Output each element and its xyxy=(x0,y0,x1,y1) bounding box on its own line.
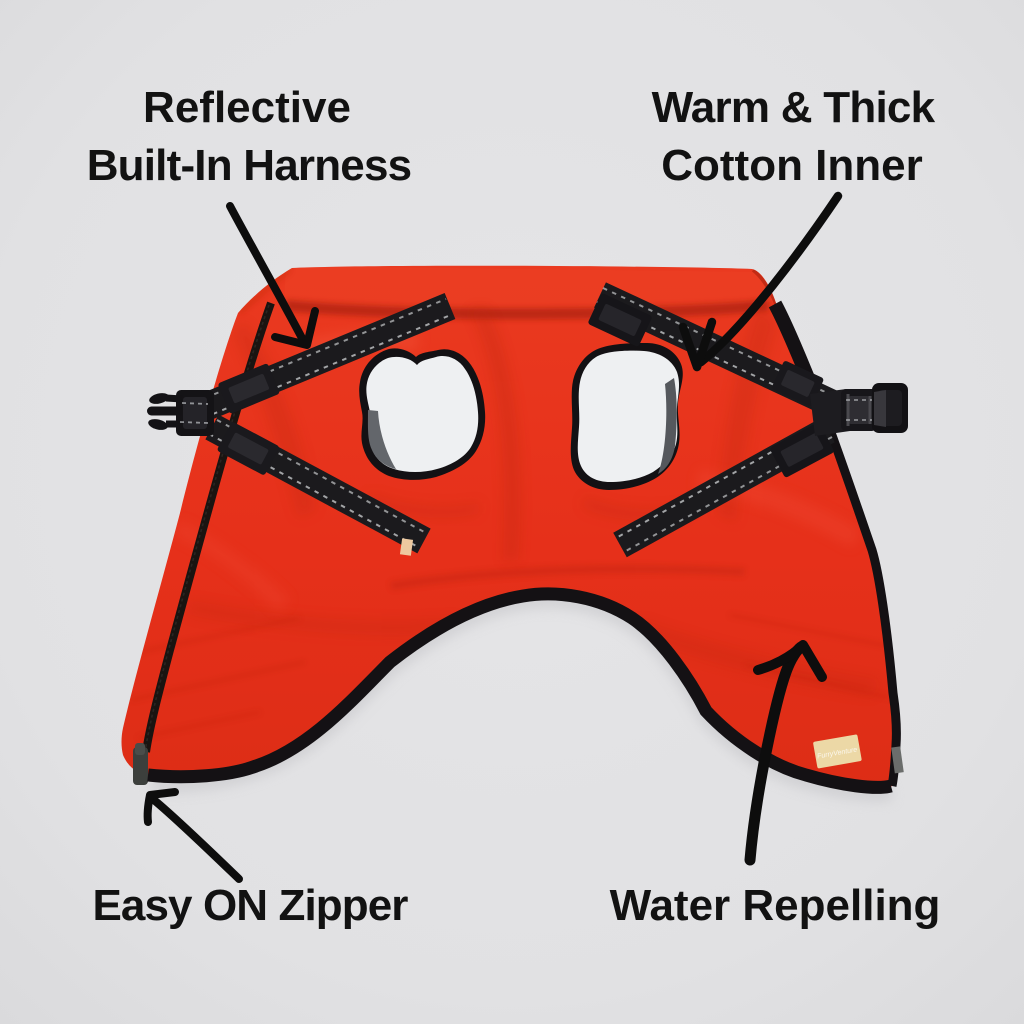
svg-text:Easy ON Zipper: Easy ON Zipper xyxy=(92,881,408,930)
svg-text:Warm & Thick: Warm & Thick xyxy=(652,83,936,132)
svg-text:Built-In Harness: Built-In Harness xyxy=(87,141,412,190)
svg-text:Cotton Inner: Cotton Inner xyxy=(661,141,923,190)
svg-text:Reflective: Reflective xyxy=(143,83,351,132)
svg-text:Water Repelling: Water Repelling xyxy=(610,881,941,930)
